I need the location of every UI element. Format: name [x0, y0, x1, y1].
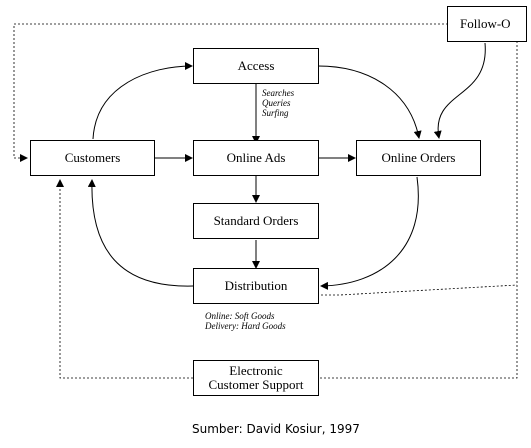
arrow-customers-to-access — [92, 62, 193, 140]
access-box: Access — [193, 48, 319, 84]
online-orders-label: Online Orders — [381, 149, 456, 165]
follow-up-box: Follow-O — [447, 6, 527, 42]
dotted-support-to-customers — [56, 179, 193, 379]
distribution-label: Distribution — [224, 277, 288, 293]
distribution-box: Distribution — [193, 268, 319, 304]
source-caption: Sumber: David Kosiur, 1997 — [192, 422, 360, 436]
note-delivery-hard-goods: Delivery: Hard Goods — [205, 321, 286, 331]
customers-label: Customers — [64, 149, 121, 165]
note-surfing: Surfing — [262, 108, 289, 118]
arrow-follow-up-to-online-orders — [433, 42, 486, 139]
electronic-support-label-line2: Customer Support — [208, 377, 304, 392]
online-ads-box: Online Ads — [193, 140, 319, 176]
note-searches: Searches — [262, 88, 295, 98]
arrow-distribution-to-customers — [87, 179, 194, 287]
online-ads-label: Online Ads — [226, 149, 286, 165]
arrow-access-to-online-orders — [317, 65, 422, 139]
electronic-support-label-line1: Electronic — [229, 362, 283, 378]
customers-box: Customers — [30, 140, 155, 176]
note-online-soft-goods: Online: Soft Goods — [205, 311, 275, 321]
access-label: Access — [237, 57, 275, 73]
note-queries: Queries — [262, 98, 291, 108]
dotted-follow-up-to-customers — [13, 23, 448, 162]
dotted-distribution-to-follow-up — [321, 284, 518, 296]
online-orders-box: Online Orders — [356, 140, 481, 176]
arrow-online-orders-to-distribution — [320, 176, 419, 290]
standard-orders-label: Standard Orders — [213, 212, 299, 228]
access-activities-note: Searches Queries Surfing — [262, 88, 294, 118]
dotted-support-to-follow-up — [320, 28, 518, 379]
standard-orders-box: Standard Orders — [193, 203, 319, 239]
follow-up-label: Follow-O — [460, 15, 511, 31]
distribution-types-note: Online: Soft Goods Delivery: Hard Goods — [205, 311, 286, 331]
electronic-support-box: Electronic Customer Support — [193, 360, 319, 396]
